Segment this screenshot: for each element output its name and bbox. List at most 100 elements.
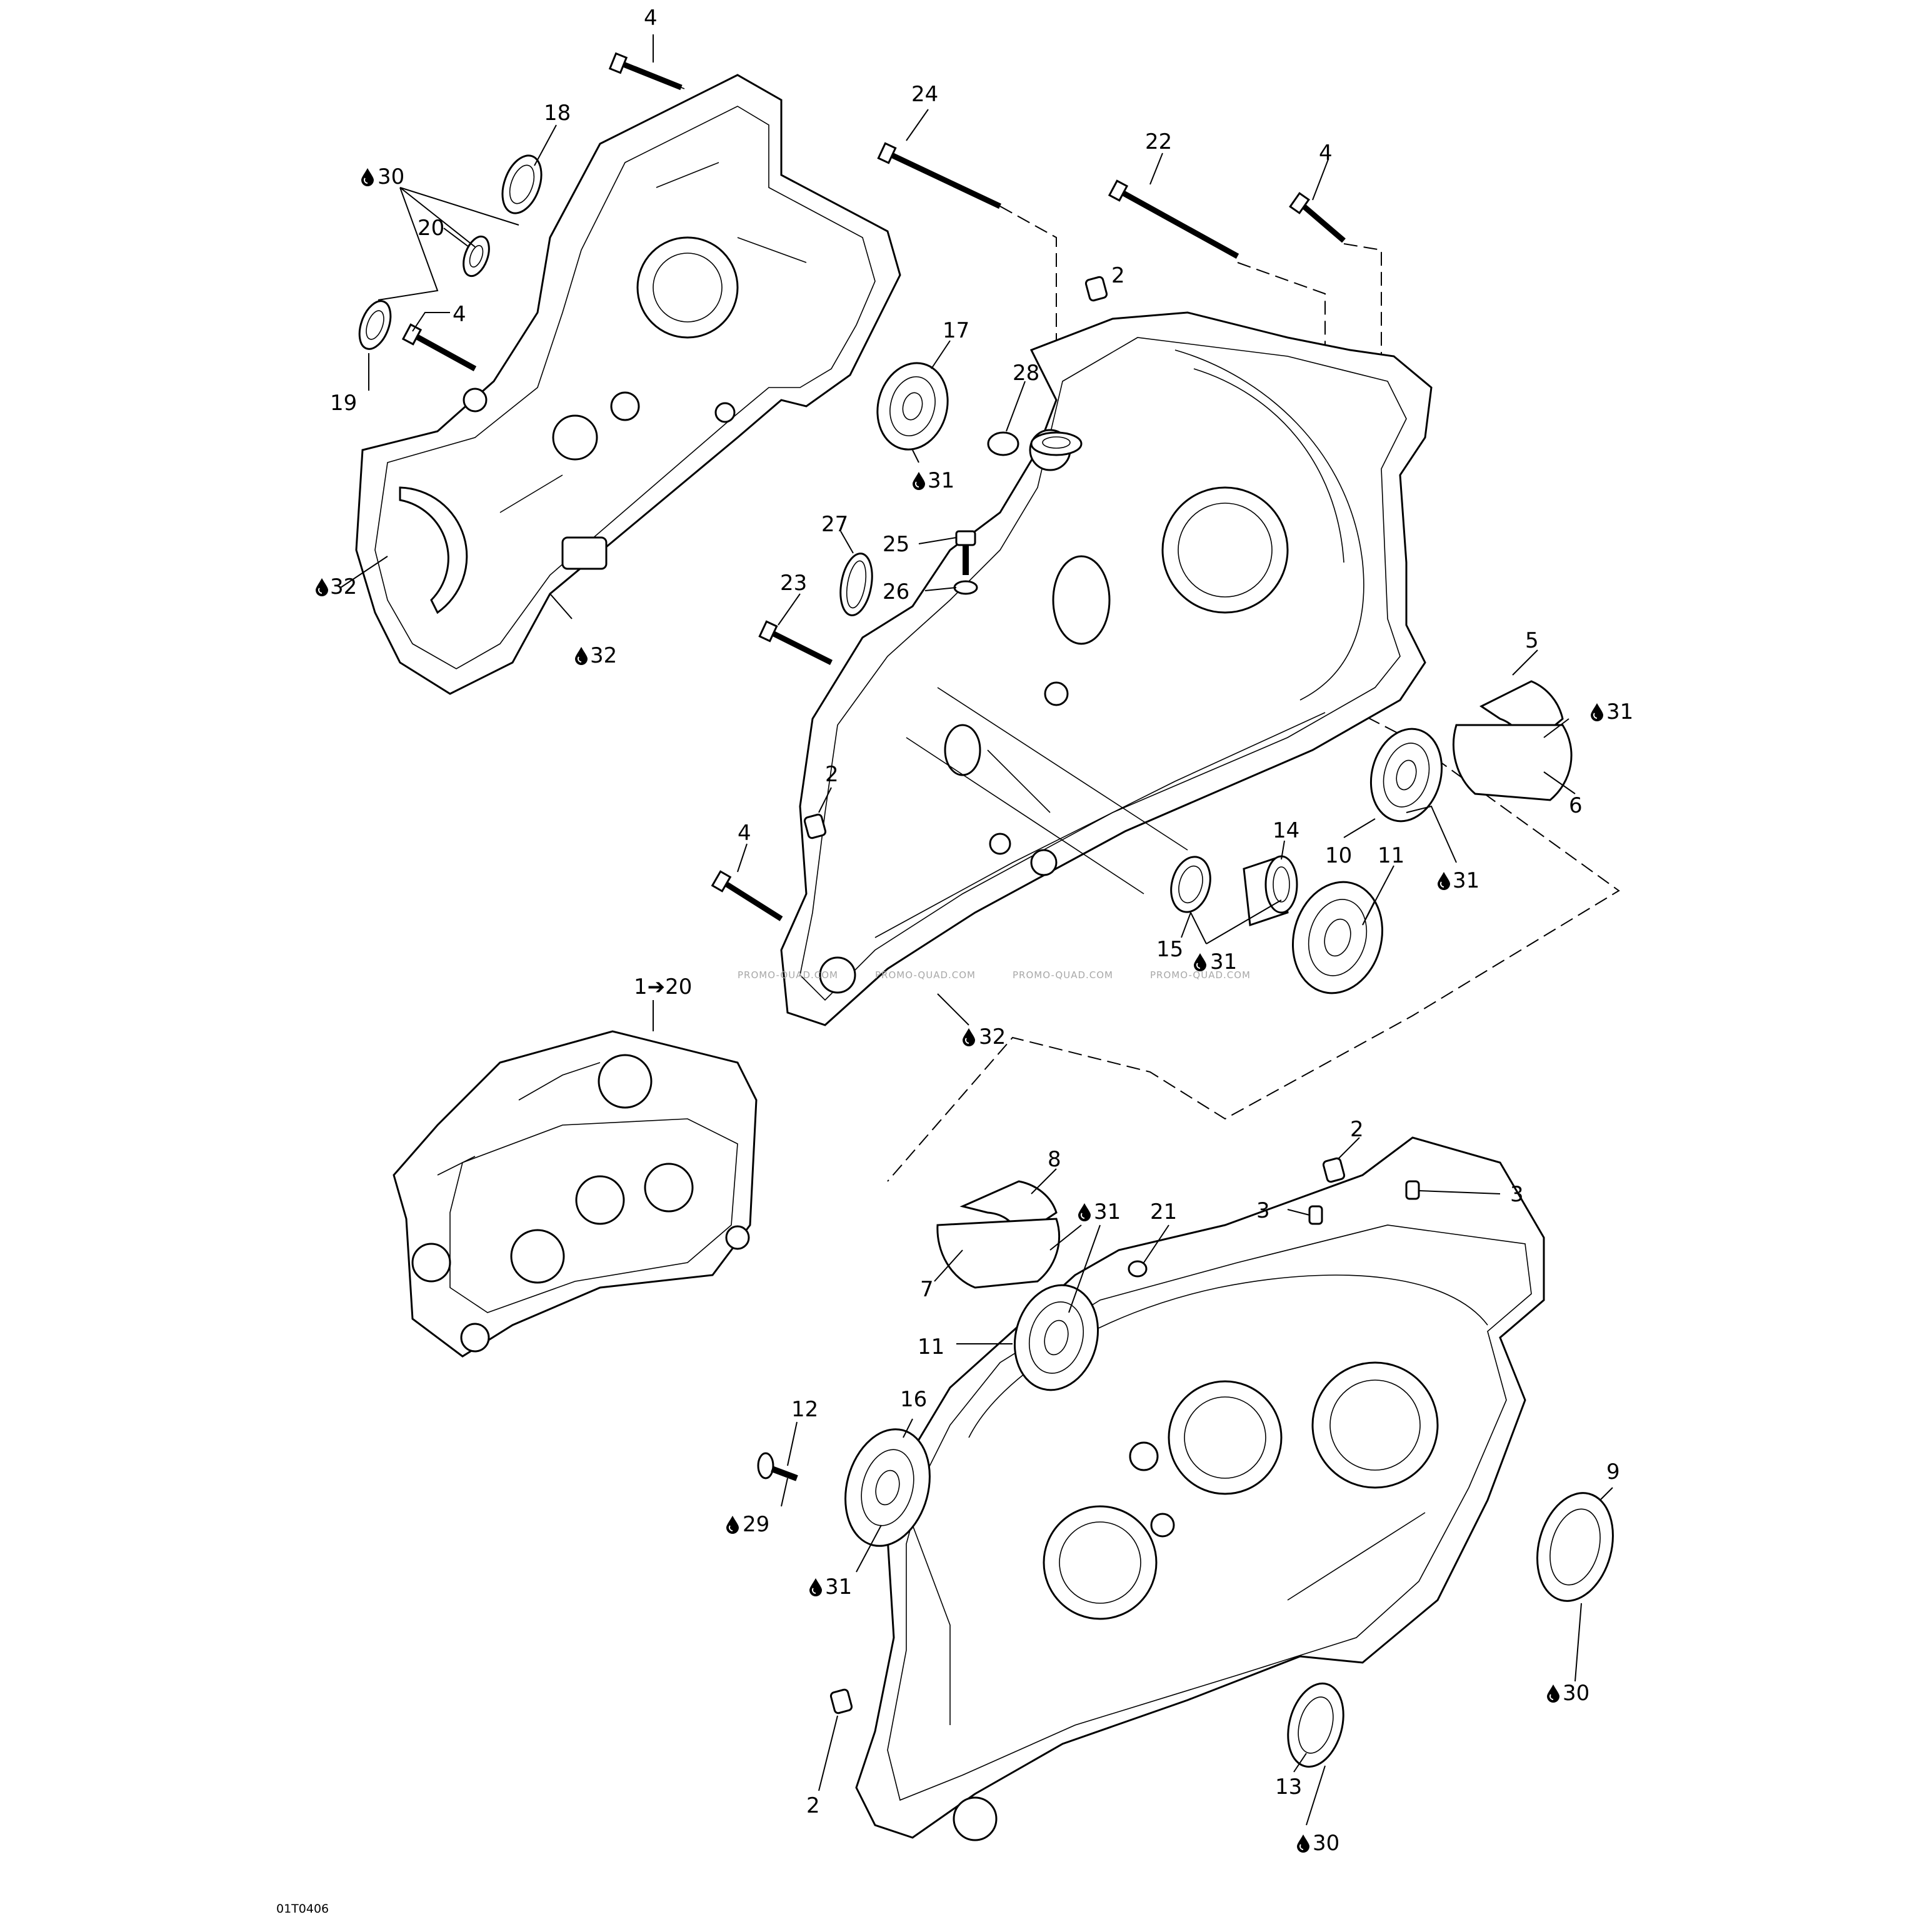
center-crankcase — [780, 311, 1433, 1026]
bolts — [401, 52, 1346, 1481]
o-ring-21 — [1128, 1260, 1148, 1278]
callout-label: 32 — [590, 643, 617, 668]
left-crankcase-cover — [355, 74, 901, 695]
oil-drop-icon — [1296, 1834, 1310, 1853]
exploded-view-label: 1➔20 — [634, 974, 692, 999]
bearing-shell-5 — [1452, 680, 1573, 801]
leader-lines — [340, 34, 1613, 1826]
callout-label: 2 — [825, 762, 839, 787]
bearing-20 — [463, 235, 490, 278]
bolt-4-top — [608, 52, 685, 91]
callout-label: 24 — [911, 82, 938, 107]
callout-labels: 4 24 22 4 18 30 20 4 19 17 2 28 31 27 25… — [330, 6, 1633, 1856]
dowel-2-mid — [803, 813, 827, 839]
oil-drop-icon — [1193, 953, 1207, 972]
needle-bearing-14 — [1243, 854, 1298, 927]
bearing-10 — [1369, 728, 1443, 823]
oil-drop-icon — [315, 578, 329, 597]
callout-label: 9 — [1606, 1459, 1620, 1484]
callout-label: 3 — [1510, 1182, 1524, 1207]
callout-label: 15 — [1156, 937, 1183, 962]
callout-label: 31 — [1606, 699, 1633, 724]
watermark-text: PROMO-QUAD.COM — [1150, 969, 1251, 981]
oil-seal-9 — [1536, 1492, 1614, 1602]
dowel-3-left — [1308, 1205, 1323, 1225]
callout-label: 11 — [918, 1334, 944, 1359]
oil-drop-icon — [1546, 1684, 1560, 1703]
callout-label: 27 — [821, 512, 848, 537]
dowel-2-top — [1084, 276, 1108, 302]
callout-label: 20 — [418, 216, 444, 241]
oil-drop-icon — [912, 471, 926, 491]
callout-label: 4 — [644, 6, 658, 31]
washer-26 — [953, 580, 978, 595]
callout-label: 17 — [943, 318, 969, 343]
bearing-shell-8 — [936, 1180, 1060, 1289]
watermark-text: PROMO-QUAD.COM — [875, 969, 976, 981]
callout-label: 23 — [780, 571, 807, 596]
bolt-4-lower — [711, 870, 783, 921]
callout-label: 30 — [378, 164, 404, 189]
oil-drop-icon — [1078, 1203, 1091, 1222]
dowel-2-bottom — [829, 1688, 853, 1714]
callout-label: 4 — [453, 302, 466, 327]
callout-label: 4 — [738, 821, 751, 846]
oil-drop-icon — [361, 168, 374, 187]
dowel-2-right — [1322, 1157, 1346, 1183]
screw-12 — [757, 1452, 798, 1481]
plug-top — [1030, 431, 1083, 456]
bearing-15 — [1170, 856, 1211, 913]
oil-drop-icon — [809, 1578, 823, 1597]
callout-label: 16 — [900, 1387, 927, 1412]
callout-label: 31 — [1453, 868, 1479, 893]
assembled-crankcase-thumbnail — [393, 1030, 758, 1358]
dowel-3-right — [1405, 1180, 1420, 1200]
oil-drop-icon — [574, 646, 588, 666]
callout-label: 3 — [1256, 1198, 1270, 1223]
o-ring-27 — [839, 553, 873, 616]
callout-label: 11 — [1378, 843, 1404, 868]
callout-label: 2 — [1111, 263, 1125, 288]
right-crankcase-half — [855, 1136, 1545, 1841]
callout-label: 2 — [1350, 1117, 1364, 1142]
callout-label: 30 — [1313, 1831, 1339, 1856]
oil-drop-icon — [1437, 871, 1451, 891]
watermark-text: PROMO-QUAD.COM — [1013, 969, 1113, 981]
callout-label: 26 — [883, 579, 909, 604]
callout-label: 31 — [825, 1574, 852, 1599]
callout-label: 32 — [330, 574, 357, 599]
callout-label: 31 — [1210, 949, 1237, 974]
callout-label: 5 — [1525, 628, 1539, 653]
callout-label: 10 — [1325, 843, 1352, 868]
callout-label: 18 — [544, 101, 571, 126]
bearing-11-bottom — [1013, 1284, 1099, 1391]
watermark-text: PROMO-QUAD.COM — [738, 969, 838, 981]
stud-24 — [877, 142, 1001, 209]
bearing-17 — [876, 362, 949, 451]
callout-label: 6 — [1569, 793, 1583, 818]
oil-drop-icon — [962, 1028, 976, 1047]
callout-label: 29 — [743, 1512, 769, 1537]
callout-label: 4 — [1319, 141, 1333, 166]
oil-seal-18 — [501, 154, 543, 214]
callout-label: 7 — [920, 1277, 934, 1302]
callout-label: 12 — [791, 1397, 818, 1422]
o-ring-28 — [987, 431, 1019, 456]
oil-drop-icon — [726, 1515, 739, 1534]
callout-label: 21 — [1150, 1199, 1177, 1224]
callout-label: 22 — [1145, 129, 1172, 154]
callout-label: 32 — [979, 1024, 1006, 1049]
callout-label: 28 — [1013, 361, 1039, 386]
callout-label: 14 — [1273, 818, 1299, 843]
bearing-16 — [844, 1428, 931, 1547]
callout-label: 19 — [330, 391, 357, 416]
callout-label: 2 — [806, 1793, 820, 1818]
bolt-4-right — [1289, 192, 1346, 243]
watermark-strip: PROMO-QUAD.COM PROMO-QUAD.COM PROMO-QUAD… — [738, 969, 1251, 981]
callout-label: 31 — [928, 468, 954, 493]
stud-22 — [1108, 179, 1239, 259]
callout-label: 25 — [883, 532, 909, 557]
callout-label: 13 — [1275, 1774, 1302, 1799]
